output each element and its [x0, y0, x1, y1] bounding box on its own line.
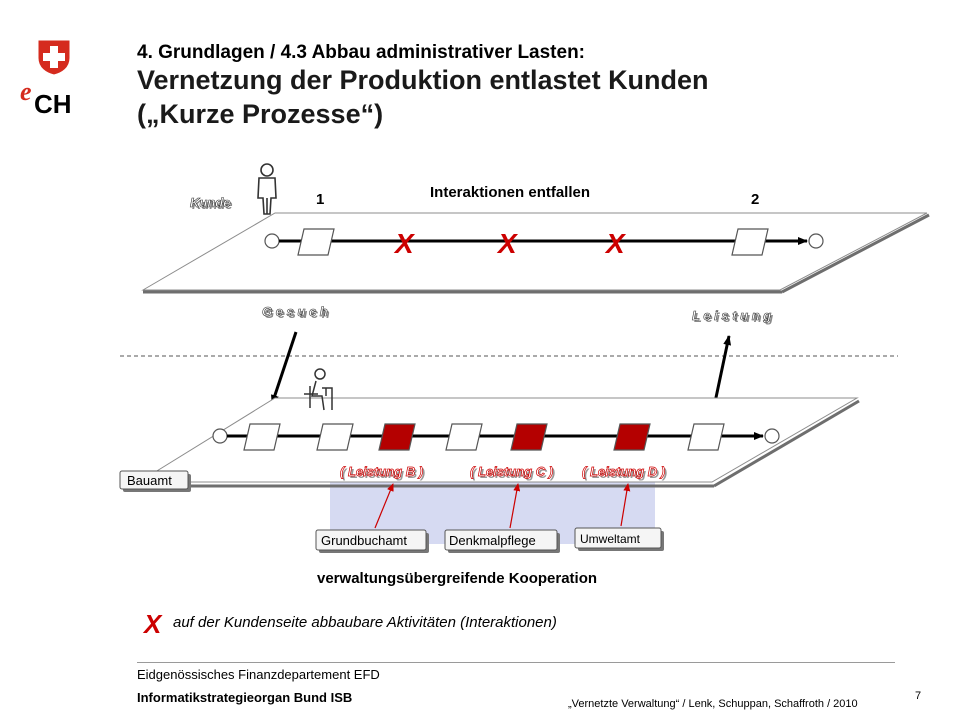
admin-plane [137, 397, 859, 483]
umweltamt-label: Umweltamt [580, 532, 641, 546]
admin-activity-1 [243, 423, 281, 451]
bauamt-label: Bauamt [127, 473, 172, 488]
footer-organ: Informatikstrategieorgan Bund ISB [137, 690, 353, 705]
ech-logo-ch: CH [34, 89, 72, 119]
x-mark-1: X [393, 228, 416, 259]
footer-citation: „Vernetzte Verwaltung“ / Lenk, Schuppan,… [568, 698, 858, 710]
gesuch-arrow [270, 331, 298, 405]
customer-end-node [808, 233, 824, 249]
admin-start-node [212, 428, 228, 444]
bauamt-box [119, 470, 189, 490]
denkmalpflege-label: Denkmalpflege [449, 533, 536, 548]
admin-activity-4 [687, 423, 725, 451]
leistung-label-shadow: L e i s t u n g [694, 310, 773, 325]
grundbuchamt-label: Grundbuchamt [321, 533, 407, 548]
kooperation-label: verwaltungsübergreifende Kooperation [317, 570, 597, 587]
footer-divider [137, 662, 895, 663]
customer-start-node [264, 233, 280, 249]
leistung-d-label: ( Leistung D ) [582, 464, 665, 479]
admin-end-node [764, 428, 780, 444]
gesuch-label: G e s u c h [262, 304, 328, 319]
x-mark-3: X [604, 228, 627, 259]
umweltamt-arrow [620, 483, 631, 527]
denkmalpflege-arrow [509, 483, 521, 529]
leistung-arrow [712, 335, 732, 408]
admin-activity-leistung-d [613, 423, 651, 451]
leistung-d-label-shadow: ( Leistung D ) [584, 466, 667, 481]
step-2-label: 2 [751, 191, 759, 208]
customer-person-icon [257, 163, 277, 215]
ech-logo-e: e [20, 80, 32, 106]
step-1-label: 1 [316, 191, 324, 208]
grundbuchamt-arrow [374, 483, 394, 529]
legend-x-mark: X [142, 609, 163, 639]
umweltamt-box [574, 527, 662, 549]
page-title: Vernetzung der Produktion entlastet Kund… [137, 63, 709, 131]
customer-activity-2 [731, 228, 769, 256]
grundbuchamt-box [315, 529, 427, 551]
legend-text: auf der Kundenseite abbaubare Aktivitäte… [173, 614, 557, 631]
denkmalpflege-box [444, 529, 558, 551]
customer-activity-1 [297, 228, 335, 256]
admin-activity-leistung-c [510, 423, 548, 451]
admin-plane-shadow-right [713, 399, 860, 488]
leistung-b-label: ( Leistung B ) [340, 464, 423, 479]
section-subtitle: 4. Grundlagen / 4.3 Abbau administrative… [137, 42, 586, 63]
leistung-c-label: ( Leistung C ) [470, 464, 553, 479]
kunde-label: Kunde [190, 195, 230, 210]
x-mark-2: X [496, 228, 519, 259]
swiss-shield-icon [37, 39, 71, 76]
admin-activity-leistung-b [378, 423, 416, 451]
ech-logo: e CH [20, 80, 72, 119]
customer-plane-shadow-right [781, 213, 930, 294]
leistung-label: L e i s t u n g [692, 308, 771, 323]
interaktionen-label: Interaktionen entfallen [430, 184, 590, 201]
leistung-b-label-shadow: ( Leistung B ) [342, 466, 425, 481]
gesuch-label-shadow: G e s u c h [264, 306, 330, 321]
customer-plane [141, 212, 928, 291]
page-title-line1: Vernetzung der Produktion entlastet Kund… [137, 65, 709, 95]
page-title-line2: („Kurze Prozesse“) [137, 99, 384, 129]
leistung-c-label-shadow: ( Leistung C ) [472, 466, 555, 481]
clerk-at-desk-icon [304, 368, 333, 411]
admin-activity-3 [445, 423, 483, 451]
kunde-label-shadow: Kunde [192, 197, 232, 212]
footer-department: Eidgenössisches Finanzdepartement EFD [137, 667, 380, 682]
page-number: 7 [915, 690, 922, 702]
admin-activity-2 [316, 423, 354, 451]
